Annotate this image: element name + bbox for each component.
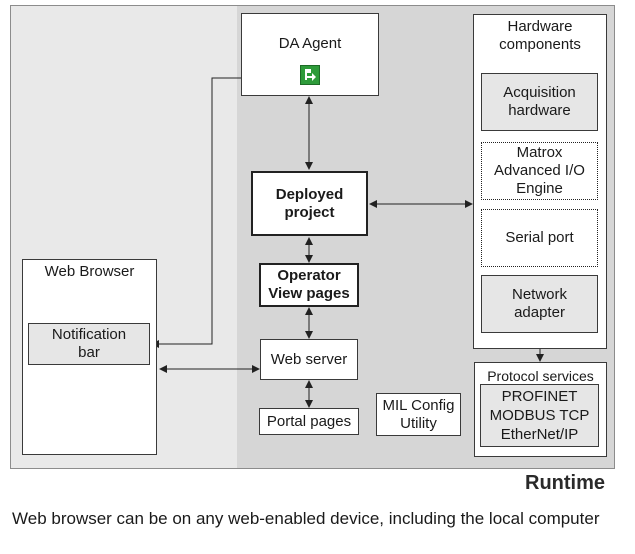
notification-bar-box: Notification bar bbox=[28, 323, 150, 365]
operator-view-pages-box: Operator View pages bbox=[259, 263, 359, 307]
runtime-label: Runtime bbox=[525, 472, 605, 494]
hardware-components-label: Hardware components bbox=[499, 18, 581, 53]
da-agent-label: DA Agent bbox=[278, 35, 342, 52]
web-server-box: Web server bbox=[260, 339, 358, 380]
arrow-agent-notification bbox=[151, 77, 241, 348]
matrox-engine-box: Matrox Advanced I/O Engine bbox=[481, 142, 598, 200]
deployed-project-box: Deployed project bbox=[251, 171, 368, 236]
portal-pages-box: Portal pages bbox=[259, 408, 359, 435]
notification-bar-label: Notification bar bbox=[51, 326, 127, 361]
web-browser-label: Web Browser bbox=[44, 263, 135, 280]
acquisition-hardware-box: Acquisition hardware bbox=[481, 73, 598, 131]
da-agent-box: DA Agent bbox=[241, 13, 379, 96]
network-adapter-box: Network adapter bbox=[481, 275, 598, 333]
protocol-services-label: Protocol services bbox=[487, 368, 594, 384]
serial-port-label: Serial port bbox=[505, 229, 574, 246]
diagram-caption: Web browser can be on any web-enabled de… bbox=[12, 509, 600, 528]
deployed-project-label: Deployed project bbox=[275, 185, 344, 221]
protocol-list-box: PROFINET MODBUS TCP EtherNet/IP bbox=[480, 384, 599, 447]
protocol-item-modbus-tcp: MODBUS TCP bbox=[489, 407, 590, 424]
web-server-label: Web server bbox=[270, 350, 348, 368]
mil-config-utility-label: MIL Config Utility bbox=[382, 396, 455, 432]
serial-port-box: Serial port bbox=[481, 209, 598, 267]
matrox-engine-label: Matrox Advanced I/O Engine bbox=[494, 144, 585, 197]
protocol-item-profinet: PROFINET bbox=[501, 388, 578, 405]
operator-view-pages-label: Operator View pages bbox=[268, 267, 350, 302]
network-adapter-label: Network adapter bbox=[511, 286, 567, 321]
mil-config-utility-box: MIL Config Utility bbox=[376, 393, 461, 436]
green-agent-icon bbox=[300, 65, 320, 85]
acquisition-hardware-label: Acquisition hardware bbox=[503, 84, 576, 119]
portal-pages-label: Portal pages bbox=[266, 412, 352, 430]
protocol-item-ethernet-ip: EtherNet/IP bbox=[500, 426, 579, 443]
